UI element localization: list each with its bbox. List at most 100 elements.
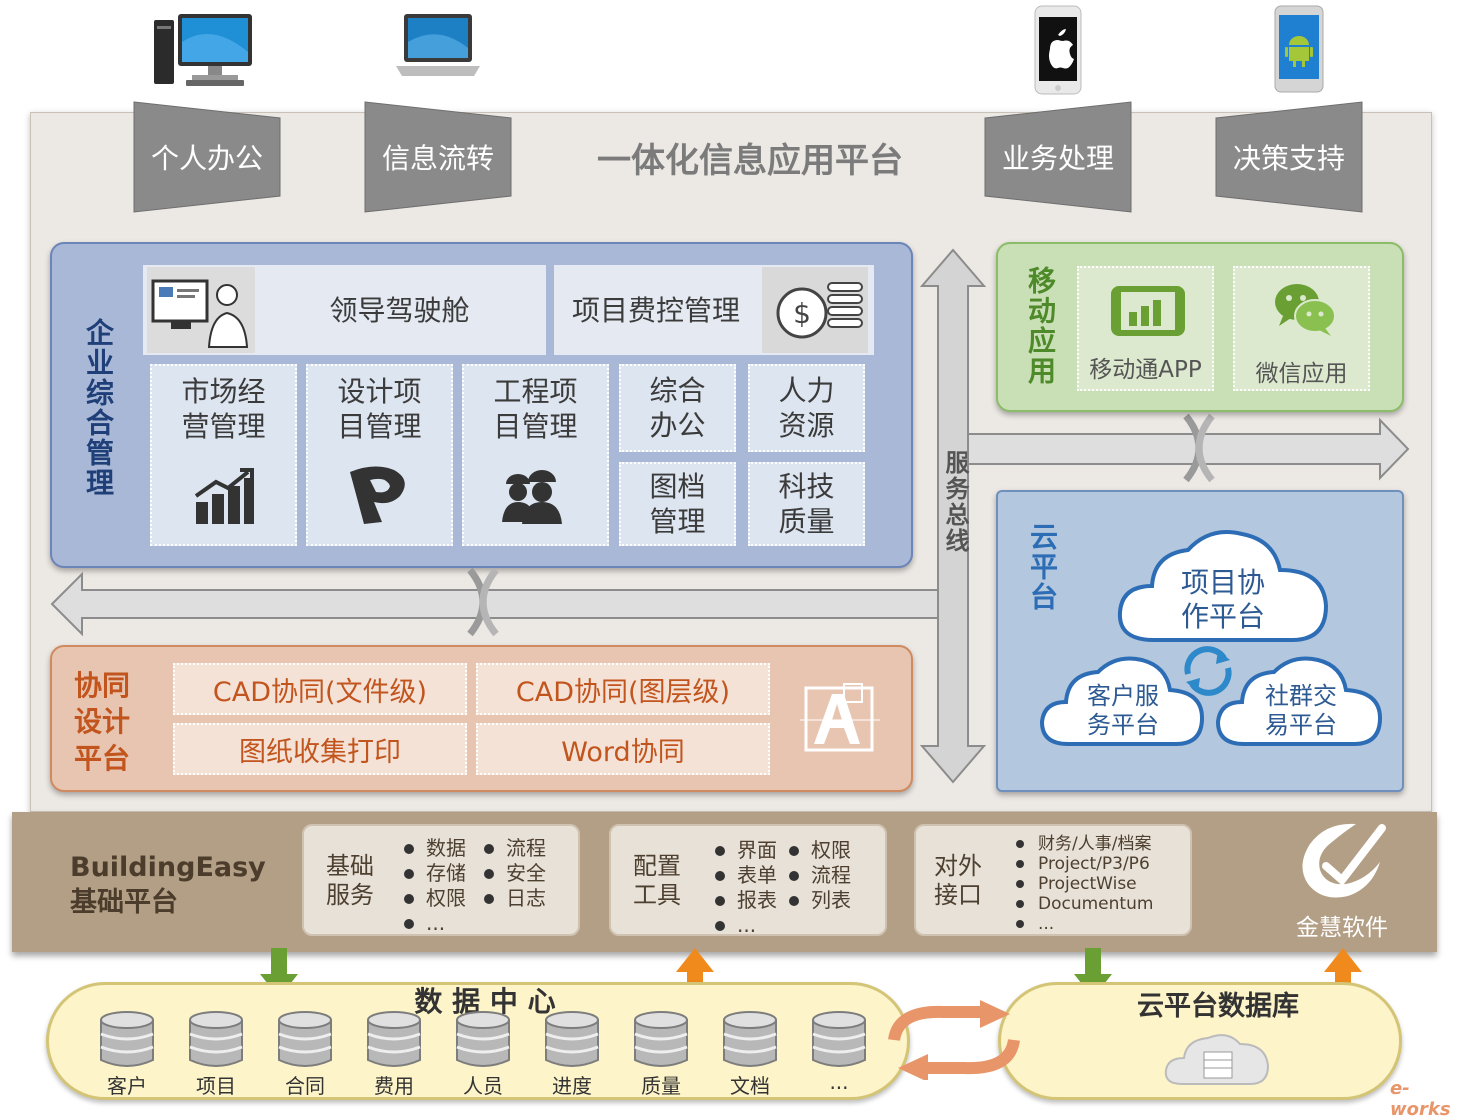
service-bus-label: 服务总线 — [941, 450, 969, 554]
database-item: 文档 — [715, 1010, 785, 1100]
word-collab: Word协同 — [476, 723, 770, 775]
database-item: 费用 — [359, 1010, 429, 1100]
database-label: 文档 — [730, 1074, 770, 1098]
external-interface-title: 对外 接口 — [934, 852, 982, 909]
database-label: 项目 — [196, 1074, 236, 1098]
sync-icon — [1184, 646, 1232, 696]
list-item: ProjectWise — [1012, 874, 1153, 894]
sync-arrows-icon — [888, 1000, 1020, 1080]
config-tools-box: 配置 工具 界面 表单 报表 ... 权限 流程 列表 — [609, 824, 887, 938]
base-services-list: 数据 存储 权限 ... — [400, 836, 466, 936]
database-item: 质量 — [626, 1010, 696, 1100]
growth-chart-icon — [194, 468, 254, 524]
list-item: 表单 — [711, 863, 777, 888]
channel-personal-office: 个人办公 — [132, 100, 282, 214]
exchange-icon — [1183, 413, 1215, 483]
database-item: 项目 — [181, 1010, 251, 1100]
module-drawing-docs: 图档 管理 — [619, 462, 736, 546]
database-label: ... — [829, 1070, 849, 1094]
coins-icon: $ — [762, 267, 868, 353]
base-title-cn: 基础平台 — [70, 887, 178, 919]
base-services-box: 基础 服务 数据 存储 权限 ... 流程 安全 日志 — [302, 824, 580, 936]
database-item: 人员 — [448, 1010, 518, 1100]
wechat-card: 微信应用 — [1233, 266, 1370, 391]
project-p-icon — [350, 466, 405, 524]
config-tools-title: 配置 工具 — [633, 852, 681, 909]
project-cost-label: 项目费控管理 — [572, 293, 741, 327]
database-icon — [189, 1011, 243, 1067]
config-tools-list: 界面 表单 报表 ... — [711, 838, 777, 938]
exchange-icon — [467, 567, 499, 637]
svg-text:$: $ — [793, 297, 811, 330]
channel-decision: 决策支持 — [1214, 100, 1364, 214]
laptop-icon — [394, 12, 482, 80]
channel-label: 业务处理 — [1001, 142, 1114, 175]
mobile-app-label: 移动通APP — [1089, 357, 1202, 383]
enterprise-title: 企业综合管理 — [82, 318, 115, 498]
module-label: 综合 办公 — [649, 374, 706, 442]
channel-label: 个人办公 — [150, 142, 263, 175]
module-tech-quality: 科技 质量 — [748, 462, 865, 546]
module-label: 工程项 目管理 — [493, 375, 578, 443]
project-cost-control: 项目费控管理 $ — [554, 265, 874, 355]
database-label: 客户 — [107, 1074, 147, 1098]
leader-cockpit: 领导驾驶舱 — [143, 265, 546, 355]
channel-business: 业务处理 — [983, 100, 1133, 214]
list-item: Project/P3/P6 — [1012, 854, 1153, 874]
database-icon — [634, 1011, 688, 1067]
list-item: 安全 — [480, 861, 546, 886]
module-design-project: 设计项 目管理 — [306, 364, 453, 546]
up-arrow — [676, 948, 714, 998]
cloud-shape — [1039, 656, 1205, 746]
module-label: 人力 资源 — [778, 374, 835, 442]
base-title-en: BuildingEasy — [70, 852, 266, 883]
database-label: 人员 — [463, 1074, 503, 1098]
module-label: 科技 质量 — [778, 470, 835, 538]
list-item: ... — [400, 911, 466, 936]
module-label: 图档 管理 — [649, 470, 706, 538]
list-item: 财务/人事/档案 — [1012, 834, 1153, 854]
list-item: Documentum — [1012, 894, 1153, 914]
database-icon — [723, 1011, 777, 1067]
platform-title: 一体化信息应用平台 — [597, 140, 903, 181]
module-engineering-project: 工程项 目管理 — [462, 364, 609, 546]
base-title: BuildingEasy 基础平台 — [70, 850, 266, 920]
service-bus-arrow — [919, 248, 987, 784]
config-tools-list: 权限 流程 列表 — [785, 838, 851, 913]
cad-icon — [800, 683, 880, 752]
list-item: 界面 — [711, 838, 777, 863]
list-item: 流程 — [480, 836, 546, 861]
mobile-app-icon — [1111, 286, 1185, 336]
database-item: 合同 — [270, 1010, 340, 1100]
database-icon — [545, 1011, 599, 1067]
database-label: 合同 — [285, 1074, 325, 1098]
list-item: 权限 — [400, 886, 466, 911]
mobile-app-card: 移动通APP — [1077, 266, 1214, 391]
module-hr: 人力 资源 — [748, 364, 865, 452]
cloud-shape — [1215, 656, 1383, 746]
list-item: 数据 — [400, 836, 466, 861]
database-icon — [456, 1011, 510, 1067]
brand-name: 金慧软件 — [1296, 915, 1388, 941]
external-interface-list: 财务/人事/档案 Project/P3/P6 ProjectWise Docum… — [1012, 834, 1153, 934]
module-market: 市场经 营管理 — [150, 364, 297, 546]
channel-info-flow: 信息流转 — [363, 100, 513, 214]
external-interface-box: 对外 接口 财务/人事/档案 Project/P3/P6 ProjectWise… — [914, 824, 1192, 936]
cloud-db-title: 云平台数据库 — [1137, 991, 1299, 1022]
right-horizontal-arrow — [967, 417, 1410, 481]
cad-layer-collab: CAD协同(图层级) — [476, 663, 770, 715]
database-item: 进度 — [537, 1010, 607, 1100]
database-icon — [100, 1011, 154, 1067]
cloud-database-icon — [1164, 1034, 1270, 1085]
list-item: 日志 — [480, 886, 546, 911]
android-phone-icon — [1274, 5, 1324, 93]
database-item: 客户 — [92, 1010, 162, 1100]
base-services-list: 流程 安全 日志 — [480, 836, 546, 911]
wechat-label: 微信应用 — [1255, 361, 1348, 387]
collab-title: 协同 设计 平台 — [74, 669, 131, 775]
cad-file-collab: CAD协同(文件级) — [173, 663, 467, 715]
database-icon — [367, 1011, 421, 1067]
left-horizontal-arrow — [50, 571, 939, 637]
brand-logo-icon — [1302, 823, 1386, 898]
channel-label: 信息流转 — [381, 142, 494, 175]
